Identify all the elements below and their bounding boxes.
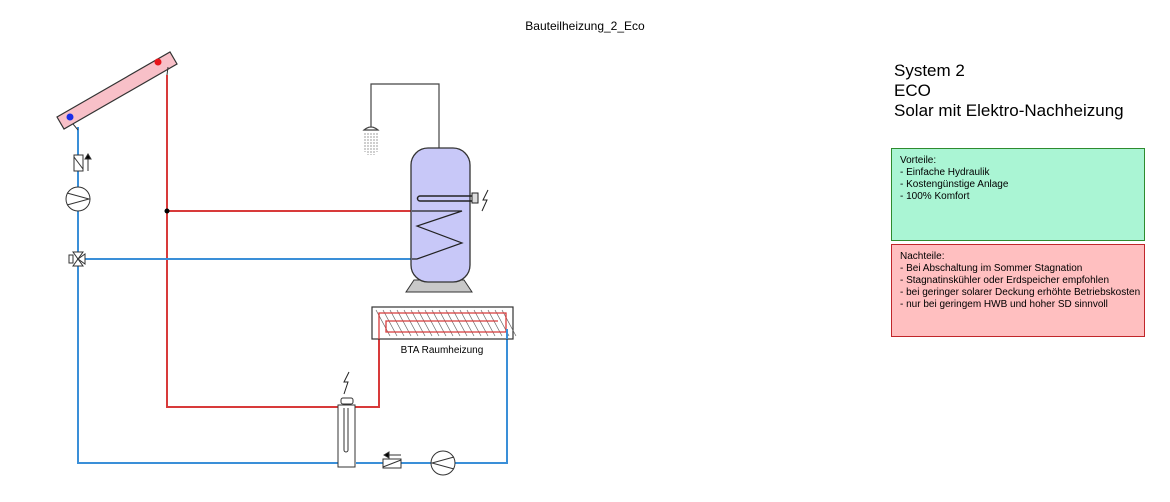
advantage-item: - Kostengünstige Anlage [900,179,1009,190]
collector-hot-sensor [154,58,162,66]
advantages-title: Vorteile: [900,155,937,166]
heating-pump-icon [430,450,456,476]
disadvantage-item: - Bei Abschaltung im Sommer Stagnation [900,263,1083,274]
heading-line-3: Solar mit Elektro-Nachheizung [894,101,1124,120]
lightning-icon [481,189,489,212]
check-valve-icon [73,153,92,172]
electric-heater-rod [416,192,479,204]
collector-supply-pipe [166,75,380,408]
collector-cold-sensor [66,113,74,121]
hatch-line [501,309,517,337]
advantage-item: - 100% Komfort [900,191,970,202]
solar-pump-icon [65,186,91,212]
disadvantages-box: Nachteile: - Bei Abschaltung im Sommer S… [891,244,1145,337]
shower-icon [362,83,440,155]
bta-return-pipe [356,339,508,464]
storage-tank [405,147,489,293]
diagram-title: Bauteilheizung_2_Eco [525,19,645,33]
system-heading: System 2 ECO Solar mit Elektro-Nachheizu… [894,61,1124,121]
return-pipes [77,127,508,464]
disadvantage-item: - nur bei geringem HWB und hoher SD sinn… [900,299,1108,310]
disadvantages-title: Nachteile: [900,251,945,262]
advantages-box: Vorteile: - Einfache Hydraulik - Kosteng… [891,148,1145,241]
check-valve-bottom-icon [382,451,402,469]
heat-exchanger-coil [412,210,464,260]
supply-pipes [166,75,412,408]
solar-collector [56,51,178,131]
heading-line-1: System 2 [894,61,965,80]
disadvantage-item: - bei geringer solarer Deckung erhöhte B… [900,287,1141,298]
pipe-junction [164,208,170,214]
heading-line-2: ECO [894,81,931,100]
three-way-valve-icon [68,251,86,267]
disadvantage-item: - Stagnatinskühler oder Erdspeicher empf… [900,275,1110,286]
collector-return-pipe [77,127,340,464]
advantage-item: - Einfache Hydraulik [900,167,990,178]
heater-lightning-icon [343,371,350,395]
bta-floor-heating [371,306,517,340]
bta-label: BTA Raumheizung [400,345,484,356]
electric-flow-heater [337,371,356,468]
